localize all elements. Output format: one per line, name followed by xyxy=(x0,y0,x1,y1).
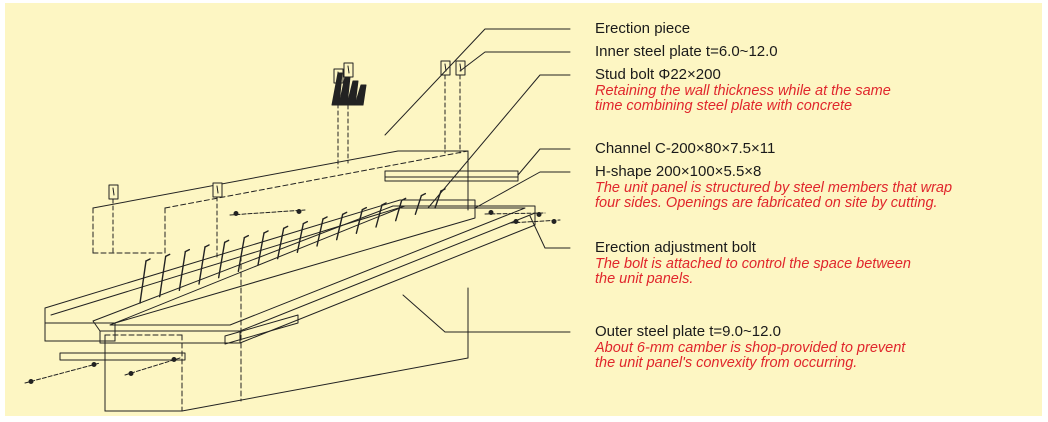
callout-note: The unit panel is structured by steel me… xyxy=(595,180,953,211)
channel-members xyxy=(59,170,519,361)
leader-lines xyxy=(384,28,571,333)
adjustment-bolt xyxy=(124,357,181,376)
callout-note: About 6-mm camber is shop-provided to pr… xyxy=(595,340,906,371)
adjustment-bolt xyxy=(24,362,101,384)
callout-label: Stud bolt Φ22×200 xyxy=(595,66,721,83)
stud-bolt xyxy=(257,232,265,266)
stud-bolt xyxy=(276,227,285,260)
callout-note: Retaining the wall thickness while at th… xyxy=(595,83,891,114)
stud-bolt xyxy=(178,250,187,292)
callout-label: H-shape 200×100×5.5×8 xyxy=(595,163,762,180)
callout-2: Inner steel plate t=6.0~12.0 xyxy=(595,43,778,60)
callout-label: Erection adjustment bolt xyxy=(595,239,756,256)
stud-bolt xyxy=(296,222,305,254)
adjustment-bolt xyxy=(509,219,561,224)
callout-1: Erection piece xyxy=(595,20,690,37)
callout-note: The bolt is attached to control the spac… xyxy=(595,256,911,287)
stud-bolt xyxy=(335,213,344,241)
stud-bolts xyxy=(139,188,446,304)
adjustment-bolt xyxy=(484,210,546,217)
stud-bolt xyxy=(394,199,403,222)
stud-bolt xyxy=(139,260,147,304)
adjustment-bolt xyxy=(229,209,306,216)
stud-bolt xyxy=(414,194,423,216)
stud-bolt xyxy=(355,208,364,235)
erection-piece xyxy=(108,184,119,254)
erection-pieces xyxy=(108,60,466,259)
stud-bolt xyxy=(217,241,226,279)
stud-bolt xyxy=(375,204,383,228)
callout-label: Erection piece xyxy=(595,20,691,37)
h-shape-frame xyxy=(44,199,536,344)
erection-piece xyxy=(455,60,466,154)
stud-bolt xyxy=(316,218,324,247)
isometric-panel-drawing xyxy=(24,28,571,412)
callout-label: Channel C-200×80×7.5×11 xyxy=(595,140,776,157)
erection-piece-stack xyxy=(331,72,367,106)
erection-piece xyxy=(212,182,223,259)
outer-steel-plate-outline xyxy=(104,287,469,412)
stud-bolt xyxy=(198,246,206,285)
inner-steel-plate-outline xyxy=(92,150,469,334)
stud-bolt xyxy=(237,236,246,273)
erection-adjustment-bolts xyxy=(24,209,561,384)
callout-label: Inner steel plate t=6.0~12.0 xyxy=(595,43,778,60)
callout-4: Channel C-200×80×7.5×11 xyxy=(595,140,775,157)
callout-label: Outer steel plate t=9.0~12.0 xyxy=(595,323,781,340)
stud-bolt xyxy=(158,255,167,298)
